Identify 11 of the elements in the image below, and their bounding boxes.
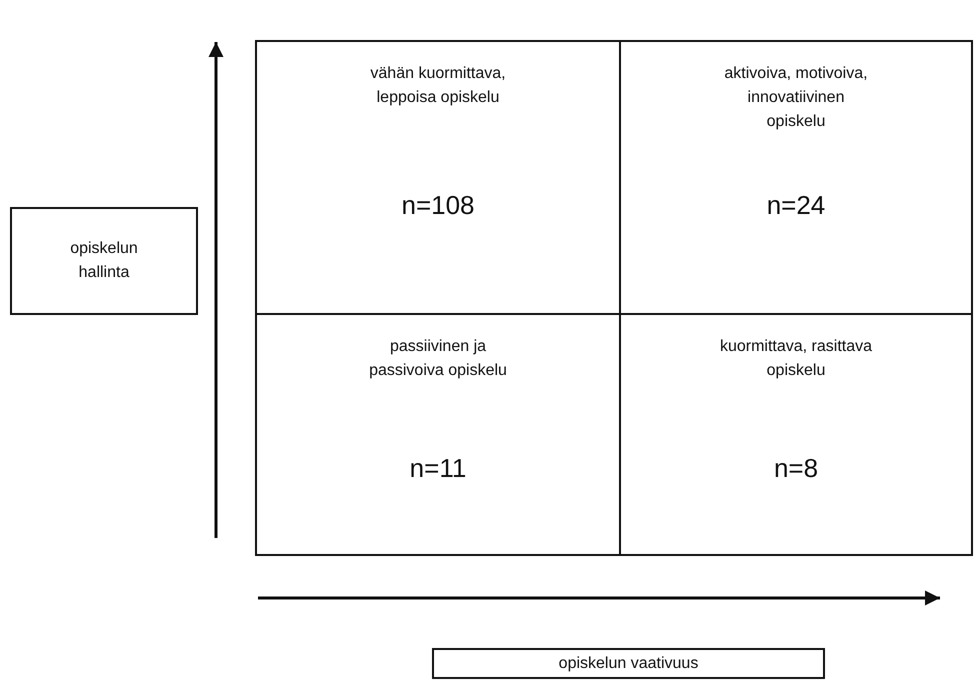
quadrant-label: aktivoiva, motivoiva, innovatiivinen opiskelu [723,64,869,132]
label-box: opiskelun vaativuus [432,648,825,679]
count-value: n=108 [400,190,476,220]
grid-box [255,40,973,556]
quadrant-label: vähän kuormittava, leppoisa opiskelu [369,64,507,108]
label-box: opiskelun hallinta [10,207,198,315]
count-value: n=8 [772,453,820,483]
quadrant-label: kuormittava, rasittava opiskelu [718,337,874,381]
quadrant-label: passiivinen ja passivoiva opiskelu [368,337,508,381]
count-value: n=24 [766,190,826,220]
count-value: n=11 [408,453,468,483]
